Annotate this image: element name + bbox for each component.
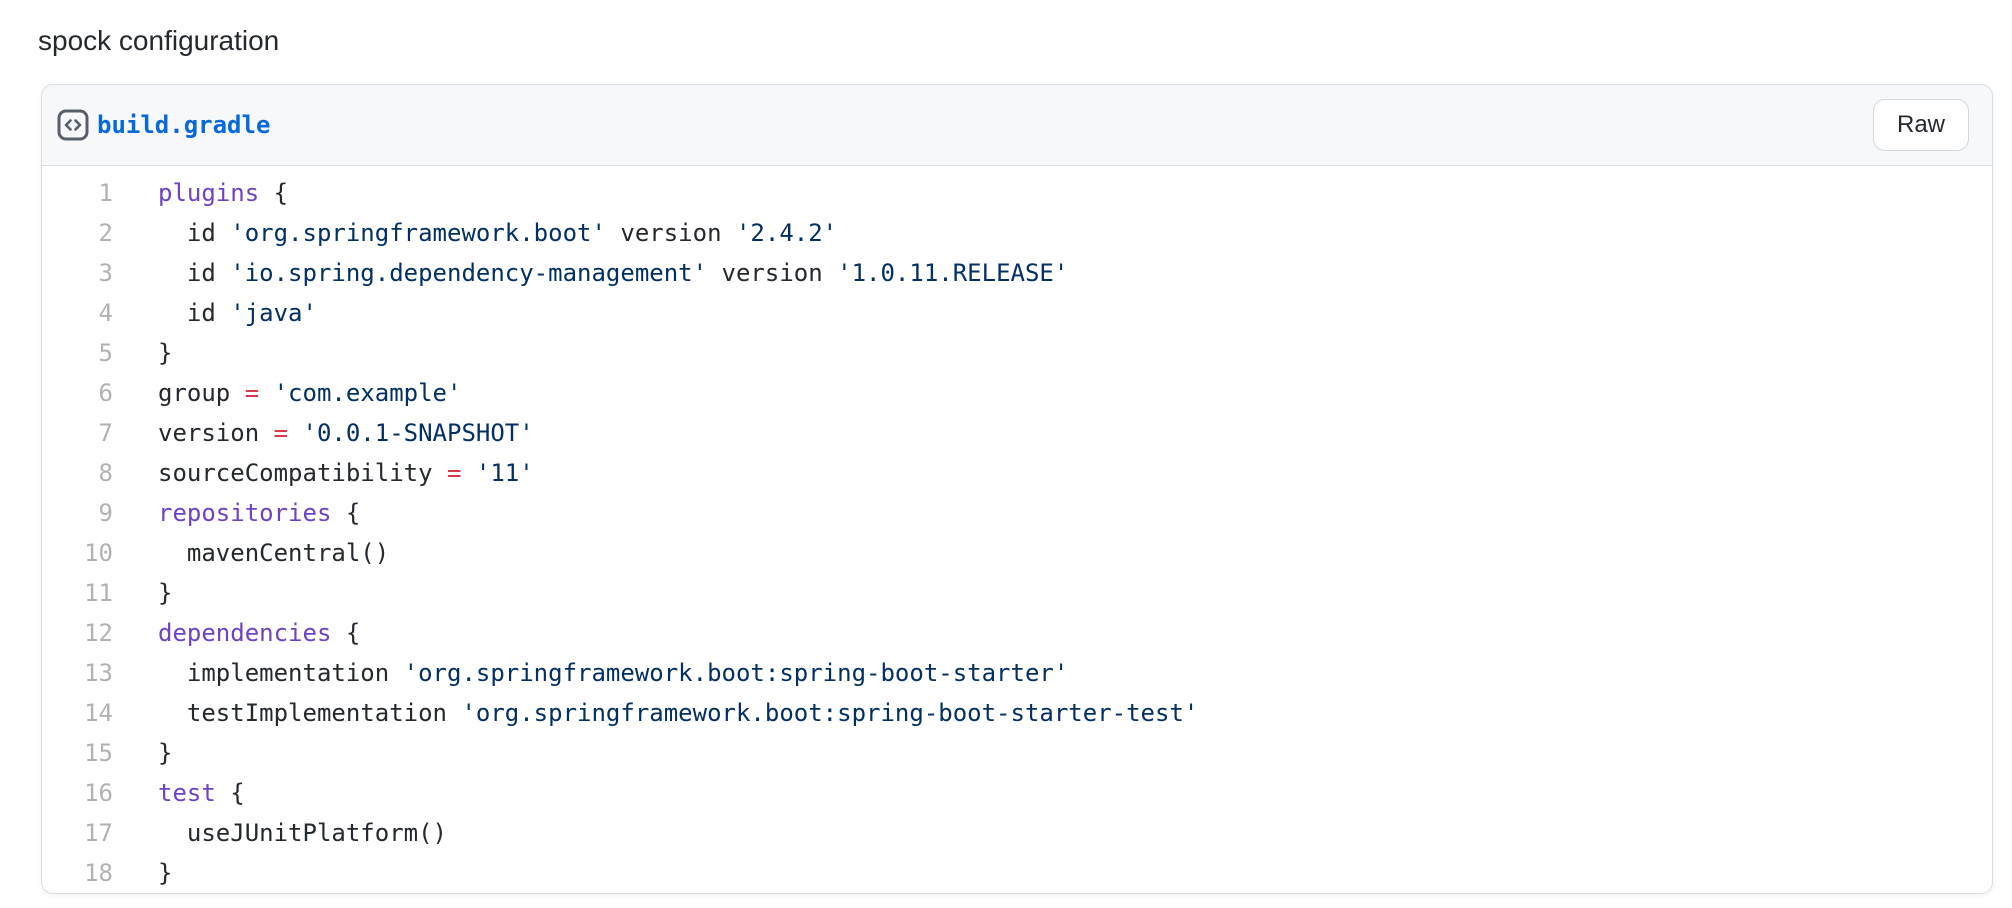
code-line: 12 dependencies { (42, 613, 1992, 653)
line-number: 12 (84, 619, 113, 647)
code-line: 1 plugins { (42, 173, 1992, 213)
code-text: useJUnitPlatform() (158, 819, 447, 847)
line-number: 10 (84, 539, 113, 567)
code-line: 10 mavenCentral() (42, 533, 1992, 573)
code-text: version = '0.0.1-SNAPSHOT' (158, 419, 534, 447)
code-text: id 'io.spring.dependency-management' ver… (158, 259, 1069, 287)
line-number: 17 (84, 819, 113, 847)
gist-card: build.gradle Raw 1 plugins { 2 id 'org.spr… (41, 84, 1993, 894)
line-number: 6 (98, 379, 113, 407)
code-line: 16 test { (42, 773, 1992, 813)
code-line: 13 implementation 'org.springframework.b… (42, 653, 1992, 693)
code-text: } (158, 579, 173, 607)
code-text: testImplementation 'org.springframework.… (158, 699, 1199, 727)
code-line: 3 id 'io.spring.dependency-management' v… (42, 253, 1992, 293)
code-rows: 1 plugins { 2 id 'org.springframework.boot… (42, 173, 1992, 893)
line-number: 18 (84, 859, 113, 887)
code-text: group = 'com.example' (158, 379, 462, 407)
line-number: 11 (84, 579, 113, 607)
code-text: implementation 'org.springframework.boot… (158, 659, 1069, 687)
page-title: spock configuration (38, 25, 280, 56)
code-line: 8 sourceCompatibility = '11' (42, 453, 1992, 493)
line-number: 2 (98, 219, 113, 247)
code-line: 18} (42, 853, 1992, 893)
code-line: 4 id 'java' (42, 293, 1992, 333)
line-number: 16 (84, 779, 113, 807)
line-number: 1 (98, 179, 113, 207)
code-text: test { (158, 779, 245, 807)
filename-link[interactable]: build.gradle (97, 111, 271, 139)
code-text: plugins { (158, 179, 289, 207)
code-line: 2 id 'org.springframework.boot' version … (42, 213, 1992, 253)
code-line: 17 useJUnitPlatform() (42, 813, 1992, 853)
line-number: 15 (84, 739, 113, 767)
code-text: id 'java' (158, 299, 317, 327)
code-line: 9 repositories { (42, 493, 1992, 533)
code-body: 1 plugins { 2 id 'org.springframework.boot… (42, 166, 1992, 893)
code-line: 6 group = 'com.example' (42, 373, 1992, 413)
code-text: } (158, 339, 173, 367)
line-number: 13 (84, 659, 113, 687)
line-number: 3 (98, 259, 113, 287)
code-text: dependencies { (158, 619, 361, 647)
code-text: mavenCentral() (158, 539, 390, 567)
line-number: 14 (84, 699, 113, 727)
code-text: id 'org.springframework.boot' version '2… (158, 219, 838, 247)
code-line: 7 version = '0.0.1-SNAPSHOT' (42, 413, 1992, 453)
code-line: 14 testImplementation 'org.springframewo… (42, 693, 1992, 733)
code-line: 5} (42, 333, 1992, 373)
code-text: } (158, 739, 173, 767)
code-icon (57, 109, 89, 141)
gist-header: build.gradle Raw (42, 85, 1992, 166)
code-line: 11} (42, 573, 1992, 613)
raw-button[interactable]: Raw (1872, 99, 1969, 151)
line-number: 8 (98, 459, 113, 487)
code-text: } (158, 859, 173, 887)
line-number: 7 (98, 419, 113, 447)
code-line: 15} (42, 733, 1992, 773)
code-text: sourceCompatibility = '11' (158, 459, 534, 487)
line-number: 9 (98, 499, 113, 527)
code-text: repositories { (158, 499, 361, 527)
line-number: 4 (98, 299, 113, 327)
line-number: 5 (98, 339, 113, 367)
